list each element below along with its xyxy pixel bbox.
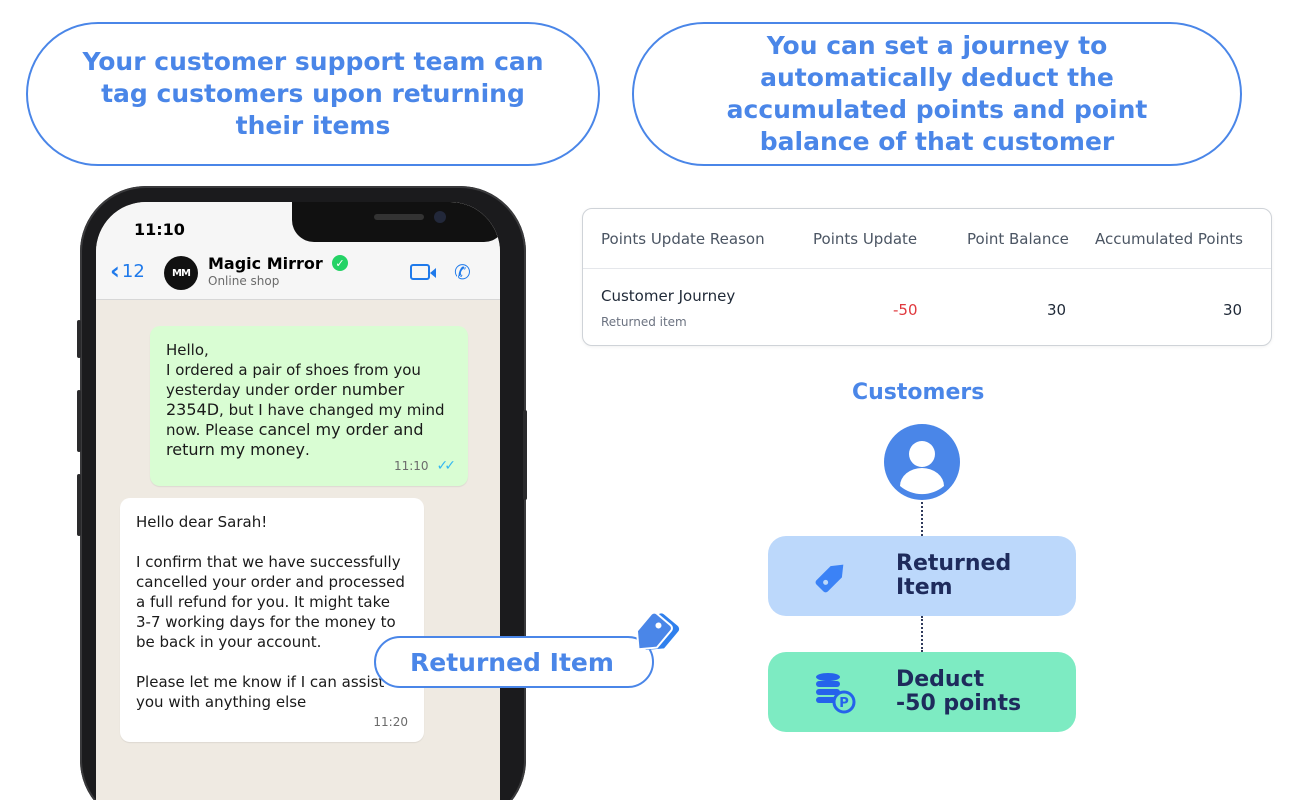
deduct-step-line2: -50 points (896, 691, 1022, 716)
tag-icon (815, 564, 844, 593)
read-ticks-icon: ✓✓ (436, 458, 457, 474)
row-reason: Customer Journey (601, 287, 736, 305)
phone-notch (292, 202, 500, 242)
phone-side-button (77, 320, 81, 358)
phone-volume-down-button (77, 474, 81, 536)
returned-step-line1: Returned (896, 551, 1012, 576)
row-points-update: -50 (893, 301, 918, 319)
incoming-message-meta: 11:20 (373, 712, 408, 732)
back-button[interactable]: ‹ 12 (110, 257, 145, 285)
customers-label: Customers (852, 380, 985, 405)
callout-journey: You can set a journey to automatically d… (632, 22, 1242, 166)
contact-subtitle: Online shop (208, 274, 280, 288)
points-history-table: Points Update Reason Points Update Point… (582, 208, 1272, 346)
phone-call-icon[interactable]: ✆ (454, 260, 471, 284)
incoming-message: Hello dear Sarah! I confirm that we have… (120, 498, 424, 742)
chevron-left-icon: ‹ (110, 257, 120, 285)
video-call-icon[interactable] (410, 264, 436, 280)
outgoing-message-meta: 11:10 ✓✓ (393, 456, 457, 476)
deduct-points-step: P Deduct -50 points (768, 652, 1076, 732)
user-icon (884, 424, 960, 500)
speaker-grille (374, 214, 424, 220)
deduct-step-line1: Deduct (896, 667, 985, 692)
status-time: 11:10 (134, 220, 185, 239)
coins-points-icon: P (816, 673, 856, 714)
row-accumulated-points: 30 (1223, 301, 1243, 319)
incoming-message-text: Hello dear Sarah! I confirm that we have… (136, 513, 405, 711)
callout-support-team-text: Your customer support team can tag custo… (82, 47, 544, 140)
incoming-message-time: 11:20 (373, 715, 408, 729)
deduct-points-step-label: Deduct -50 points (896, 668, 1021, 716)
returned-item-tag[interactable]: Returned Item (374, 636, 654, 688)
unread-count: 12 (121, 260, 145, 282)
phone-volume-up-button (77, 390, 81, 452)
header-point-balance: Point Balance (967, 230, 1069, 248)
contact-name[interactable]: Magic Mirror (208, 254, 323, 273)
chat-header: ‹ 12 MM Magic Mirror ✓ Online shop ✆ (96, 248, 500, 300)
header-points-update: Points Update (813, 230, 918, 248)
verified-icon: ✓ (332, 255, 348, 271)
svg-text:P: P (839, 696, 849, 711)
message-text-part: Hello, I ordered a pair of shoes from yo… (166, 341, 421, 399)
returned-step-line2: Item (896, 575, 953, 600)
message-text-part: . (304, 441, 310, 459)
outgoing-message-time: 11:10 (393, 459, 429, 473)
contact-avatar[interactable]: MM (164, 256, 198, 290)
tag-icon (635, 611, 680, 651)
phone-power-button (523, 410, 527, 500)
table-header-row: Points Update Reason Points Update Point… (583, 209, 1271, 269)
callout-support-team: Your customer support team can tag custo… (26, 22, 600, 166)
row-point-balance: 30 (1047, 301, 1067, 319)
callout-journey-text: You can set a journey to automatically d… (726, 31, 1148, 156)
message-cancel-request: cancel my order and return my money (166, 420, 429, 459)
returned-item-step: Returned Item (768, 536, 1076, 616)
header-points-update-reason: Points Update Reason (601, 230, 765, 248)
returned-item-tag-label: Returned Item (410, 647, 614, 677)
returned-item-step-label: Returned Item (896, 552, 1011, 600)
row-reason-sub: Returned item (601, 315, 687, 329)
header-accumulated-points: Accumulated Points (1095, 230, 1243, 248)
phone-screen: 11:10 ≈ ‹ 12 MM Magic Mirror ✓ Online sh… (96, 202, 500, 800)
message-text-part: , but I have changed my mind now. Please (166, 401, 450, 439)
front-camera (434, 211, 446, 223)
outgoing-message-text: Hello, I ordered a pair of shoes from yo… (166, 340, 452, 460)
message-order-number: order number 2354D (166, 380, 410, 419)
flow-connector (921, 616, 923, 652)
flow-connector (921, 502, 923, 536)
outgoing-message: Hello, I ordered a pair of shoes from yo… (150, 326, 468, 486)
